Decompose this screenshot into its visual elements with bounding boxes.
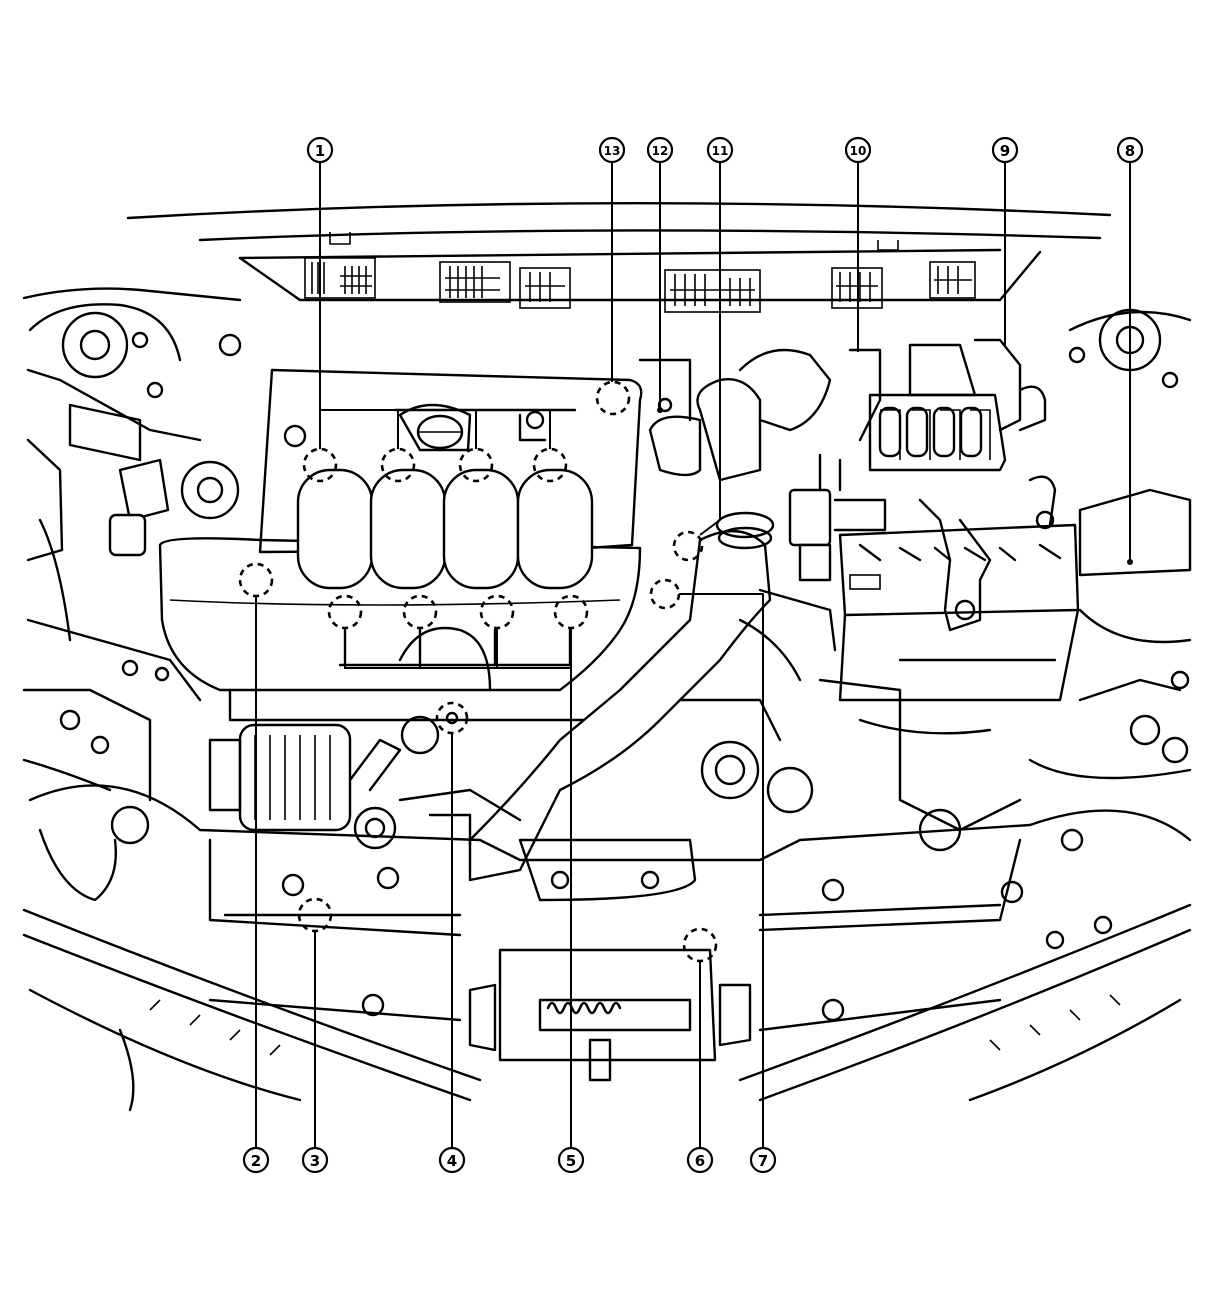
relay-box — [868, 338, 1047, 472]
leader-lines — [255, 162, 1133, 1148]
callout-10: 10 — [844, 136, 872, 164]
svg-text:5: 5 — [566, 1152, 576, 1170]
callout-1: 1 — [306, 136, 334, 164]
cowl-panel — [126, 202, 1112, 313]
callout-3: 3 — [301, 1146, 329, 1174]
svg-text:10: 10 — [850, 144, 867, 158]
callouts: 1 13 12 11 10 9 8 2 — [242, 136, 1144, 1174]
inspection-circle-11 — [672, 530, 704, 562]
callout-13: 13 — [598, 136, 626, 164]
callout-5: 5 — [557, 1146, 585, 1174]
inspection-circle-5b — [402, 594, 438, 630]
inspection-circle-1a — [302, 447, 338, 483]
inspection-circle-1c — [458, 447, 494, 483]
callout-7: 7 — [749, 1146, 777, 1174]
battery — [838, 475, 1080, 702]
left-strut-tower — [22, 287, 242, 802]
callout-11: 11 — [706, 136, 734, 164]
inspection-circle-5a — [327, 594, 363, 630]
inspection-circle-1d — [532, 447, 568, 483]
inspection-circle-2 — [238, 562, 274, 598]
svg-text:8: 8 — [1125, 142, 1135, 160]
svg-text:4: 4 — [447, 1152, 457, 1170]
callout-12: 12 — [646, 136, 674, 164]
hood-latch — [468, 948, 752, 1082]
svg-text:1: 1 — [315, 142, 325, 160]
alternator — [208, 715, 522, 850]
inspection-circle-5c — [479, 594, 515, 630]
svg-text:6: 6 — [695, 1152, 705, 1170]
radiator-area — [678, 678, 1022, 852]
inspection-circle-4 — [435, 701, 469, 735]
svg-text:7: 7 — [758, 1152, 768, 1170]
engine-cover — [158, 368, 643, 722]
front-bumper — [22, 903, 1192, 1112]
svg-text:13: 13 — [604, 144, 621, 158]
svg-text:12: 12 — [652, 144, 669, 158]
svg-text:11: 11 — [712, 144, 729, 158]
svg-text:3: 3 — [310, 1152, 320, 1170]
radiator-core-support — [28, 784, 1192, 1032]
callout-8: 8 — [1116, 136, 1144, 164]
svg-text:9: 9 — [1000, 142, 1010, 160]
svg-text:2: 2 — [251, 1152, 261, 1170]
inspection-circle-7 — [649, 578, 681, 610]
inspection-circle-13 — [595, 380, 631, 416]
callout-4: 4 — [438, 1146, 466, 1174]
callout-6: 6 — [686, 1146, 714, 1174]
callout-2: 2 — [242, 1146, 270, 1174]
inspection-circle-1b — [380, 447, 416, 483]
harness-connectors — [738, 348, 887, 682]
air-intake-duct — [468, 348, 832, 902]
callout-9: 9 — [991, 136, 1019, 164]
